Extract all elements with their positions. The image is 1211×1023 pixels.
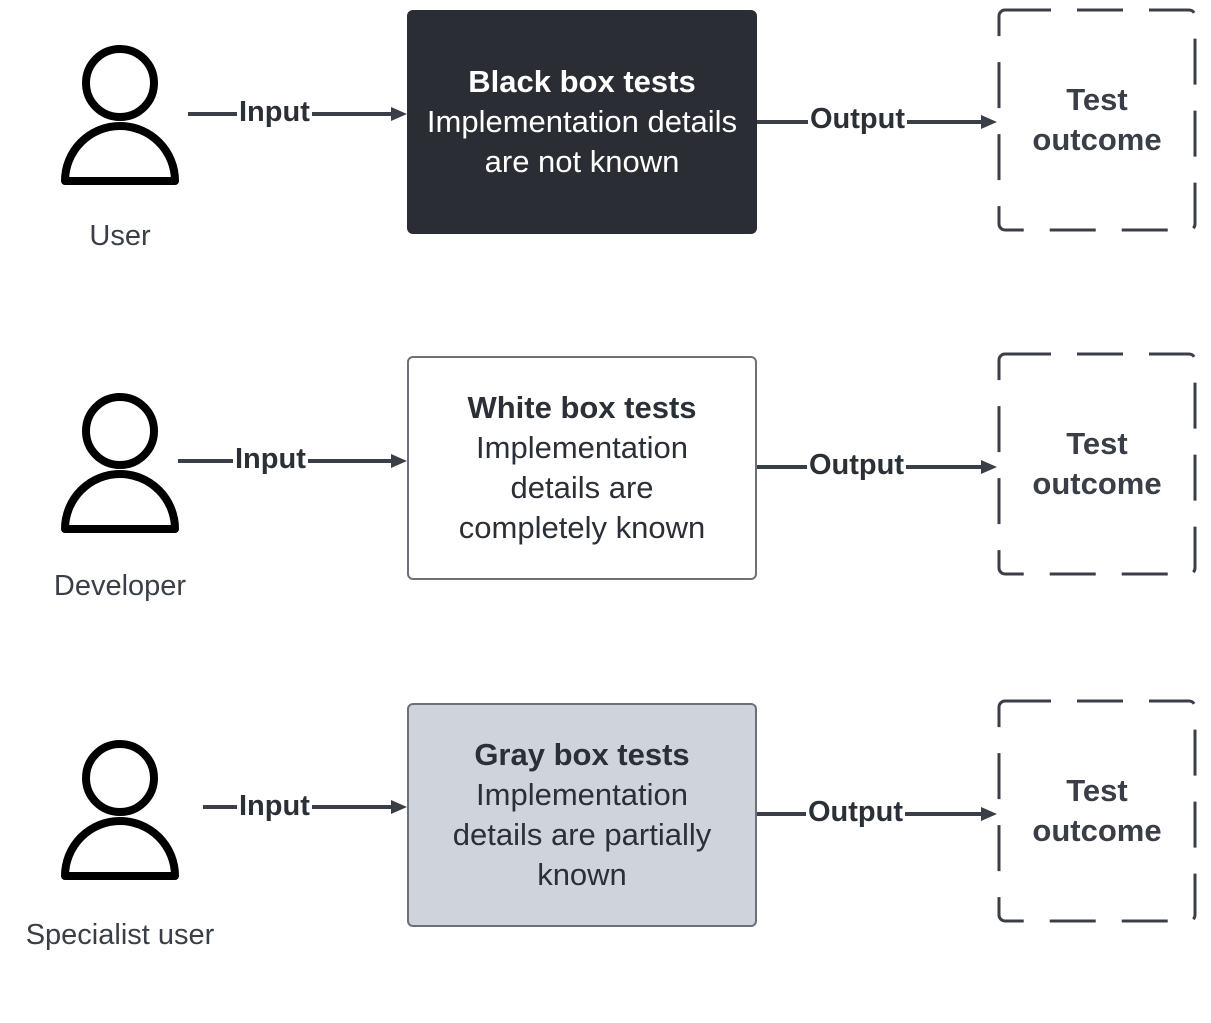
gray-box-row: Specialist user Input Output Gray box te… — [0, 693, 1211, 1023]
input-label: Input — [233, 442, 308, 476]
white-box-row: Developer Input Output White box tests I… — [0, 346, 1211, 676]
black-box-row: User Input Output Black box tests Implem… — [0, 0, 1211, 330]
test-outcome-box: Test outcome — [997, 699, 1197, 923]
input-label: Input — [237, 95, 312, 129]
output-label: Output — [807, 448, 907, 482]
box-body: Implementation details are partially kno… — [452, 777, 712, 892]
test-outcome-box: Test outcome — [997, 352, 1197, 576]
actor-label-specialist-user: Specialist user — [25, 919, 215, 951]
gray-box-tests-box: Gray box tests Implementation details ar… — [407, 703, 757, 927]
box-title: Gray box tests — [474, 737, 690, 772]
box-body: Implementation details are completely kn… — [458, 430, 706, 545]
outcome-label: Test outcome — [1032, 773, 1162, 848]
white-box-tests-box: White box tests Implementation details a… — [407, 356, 757, 580]
black-box-tests-box: Black box tests Implementation details a… — [407, 10, 757, 234]
user-person-icon — [61, 45, 179, 185]
box-body: Implementation details are not known — [426, 104, 738, 179]
output-label: Output — [808, 102, 908, 136]
outcome-label: Test outcome — [1032, 426, 1162, 501]
outcome-label: Test outcome — [1032, 82, 1162, 157]
box-title: Black box tests — [468, 64, 696, 99]
actor-label-developer: Developer — [53, 570, 187, 602]
input-label: Input — [237, 789, 312, 823]
output-label: Output — [806, 795, 906, 829]
actor-label-user: User — [89, 220, 151, 252]
test-outcome-box: Test outcome — [997, 8, 1197, 232]
specialist-user-person-icon — [61, 740, 179, 880]
developer-person-icon — [61, 393, 179, 533]
box-title: White box tests — [467, 390, 697, 425]
